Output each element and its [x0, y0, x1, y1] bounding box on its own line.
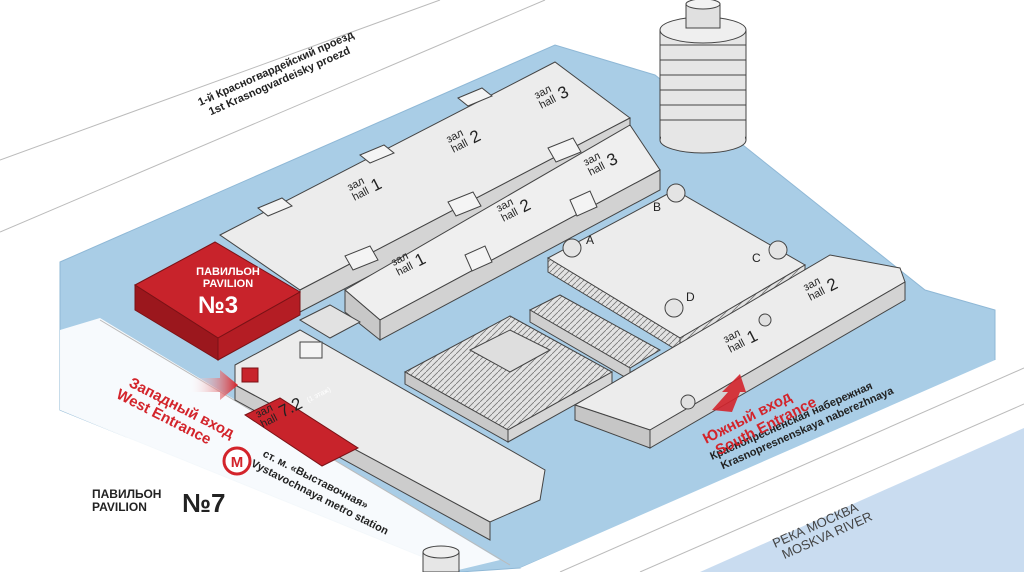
pavilion-7-label: ПАВИЛЬОН PAVILION №7 — [92, 487, 225, 518]
side-terraces — [528, 294, 662, 381]
pavilion-3-line1: ПАВИЛЬОН — [196, 266, 260, 278]
pavilion-7-line1: ПАВИЛЬОН — [92, 487, 161, 501]
corner-d: D — [686, 290, 695, 304]
round-building-bottom — [422, 545, 460, 572]
north-road — [0, 0, 560, 240]
pavilion-2-block — [344, 124, 661, 342]
corner-c: C — [752, 251, 761, 265]
pavilion-3-main-block — [219, 61, 631, 313]
pavilion-7-number: №7 — [182, 488, 225, 518]
moskva-river — [700, 428, 1024, 572]
corner-b: B — [653, 200, 661, 214]
corner-a: A — [586, 233, 594, 247]
metro-symbol: M — [231, 454, 244, 471]
south-entrance-arrow — [712, 374, 746, 412]
south-road — [520, 360, 1024, 572]
tower-building — [659, 0, 747, 154]
pavilion-3-line2: PAVILION — [203, 278, 253, 290]
west-entrance-arrow — [190, 370, 238, 400]
info-point-icon — [241, 367, 259, 383]
pyramid-pavilion — [403, 315, 614, 443]
pavilion-3-label: ПАВИЛЬОН PAVILION №3 — [196, 266, 260, 319]
pavilion-7-line2: PAVILION — [92, 500, 147, 514]
pavilion-3-highlight — [134, 241, 302, 361]
metro-station-icon: M — [222, 446, 252, 476]
pavilion-3-number: №3 — [198, 292, 238, 319]
pavilion-5-block — [573, 254, 906, 449]
west-road — [60, 318, 500, 572]
hall-7-2-highlight — [243, 397, 360, 467]
